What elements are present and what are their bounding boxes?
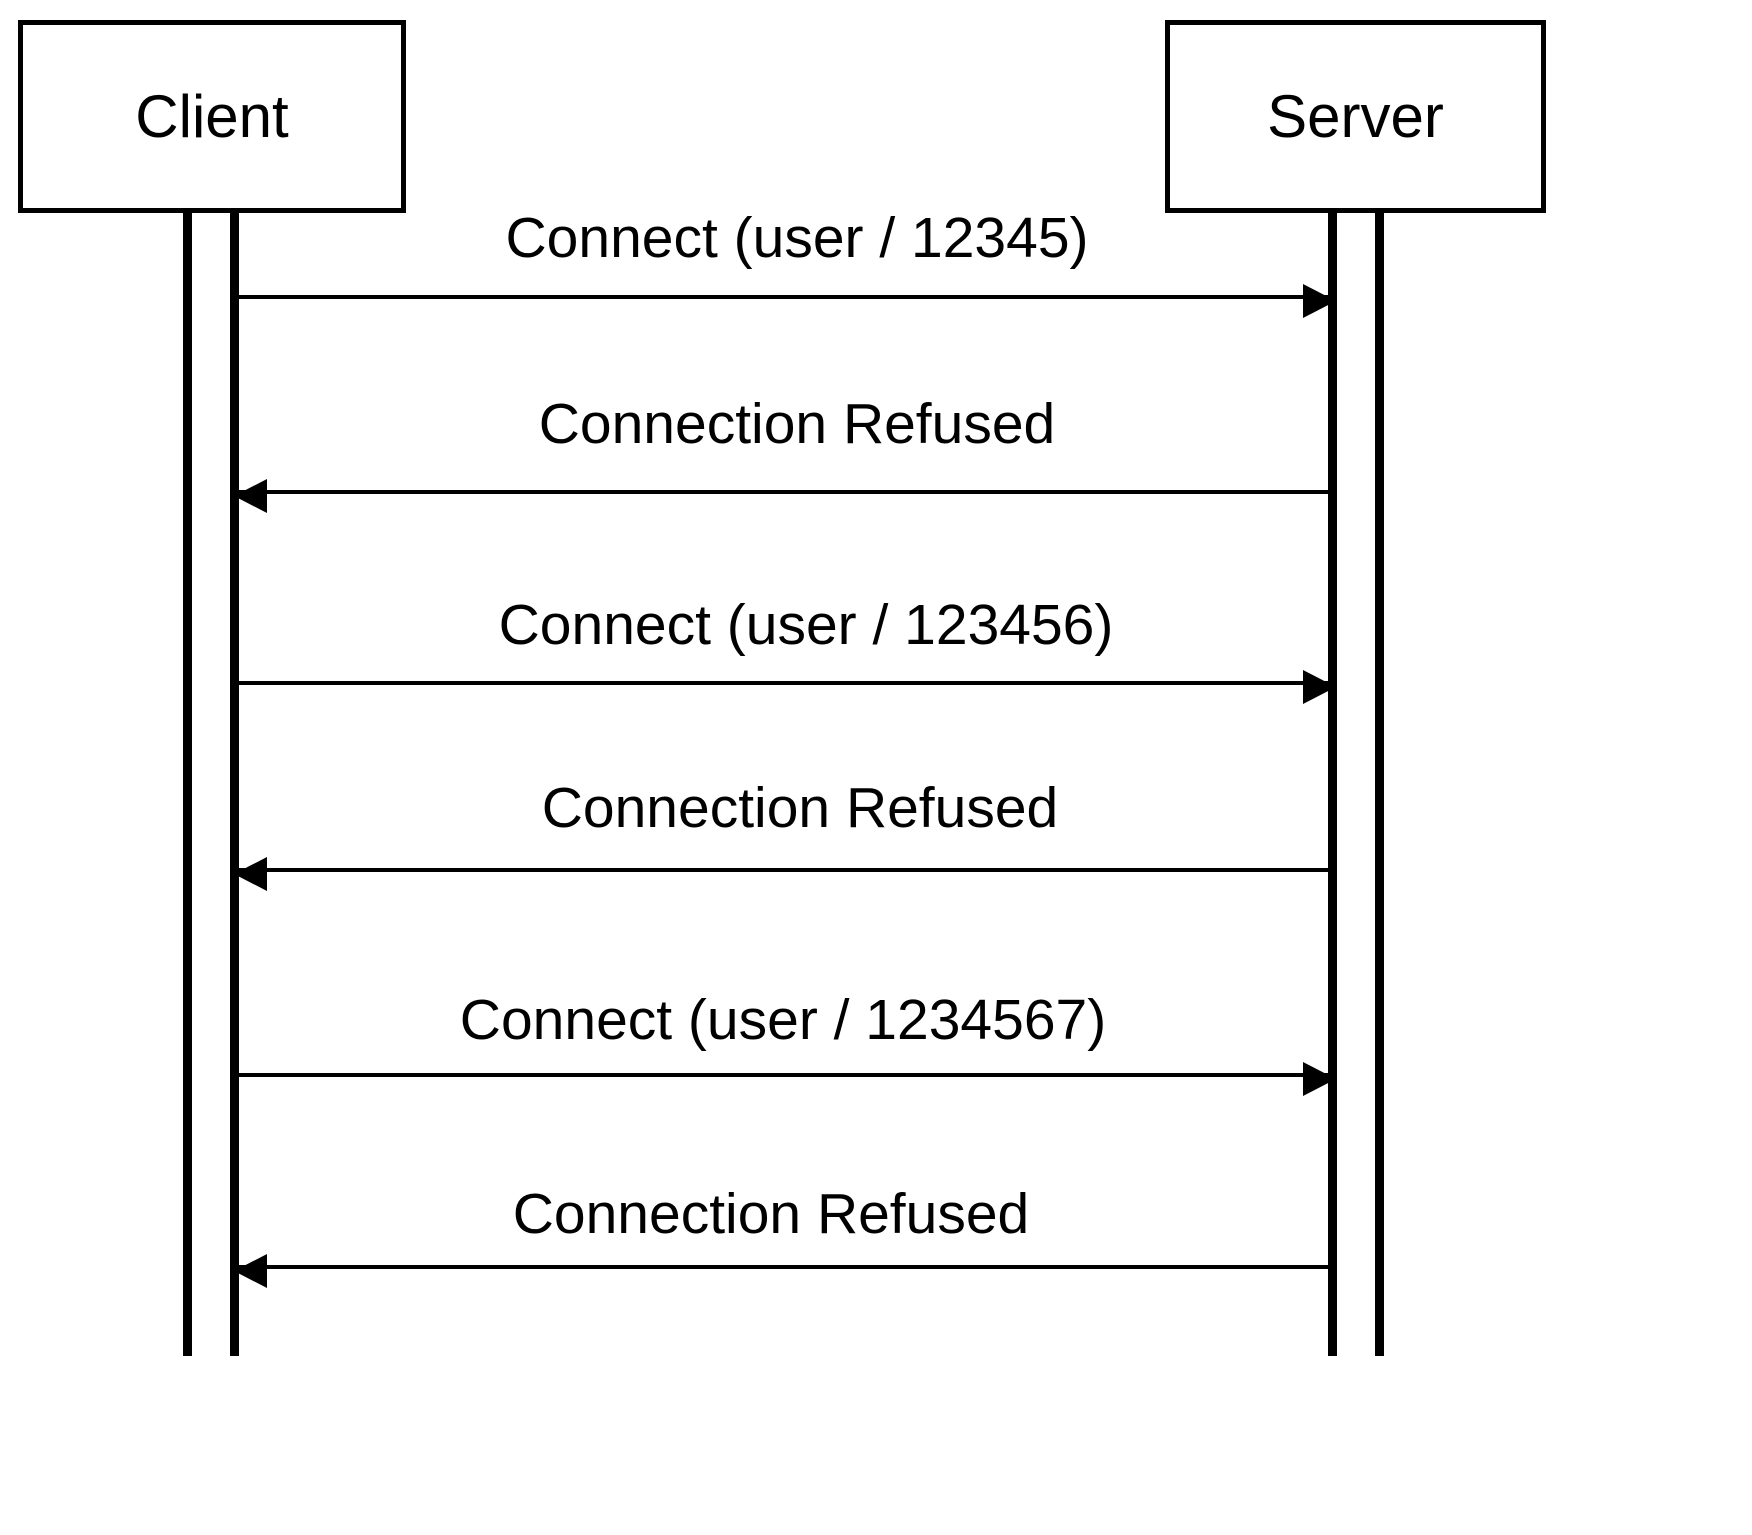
- message-arrow-2: [234, 479, 1332, 513]
- message-label-3: Connect (user / 123456): [498, 593, 1114, 657]
- message-label-1: Connect (user / 12345): [505, 206, 1089, 270]
- arrowhead-right-icon: [1303, 670, 1336, 704]
- participant-box-client[interactable]: Client: [18, 20, 406, 213]
- arrowhead-left-icon: [234, 479, 267, 513]
- message-label-6: Connection Refused: [512, 1182, 1030, 1246]
- participant-label-server: Server: [1267, 82, 1444, 150]
- lifeline-activation-server: [1328, 208, 1384, 1356]
- lifeline-activation-client: [183, 208, 239, 1356]
- message-arrow-1: [235, 284, 1336, 318]
- message-arrow-4: [234, 857, 1332, 891]
- arrowhead-left-icon: [234, 1254, 267, 1288]
- message-arrow-6: [234, 1254, 1332, 1288]
- participant-label-client: Client: [135, 82, 289, 150]
- message-arrow-3: [235, 670, 1336, 704]
- participant-box-server[interactable]: Server: [1165, 20, 1546, 213]
- message-label-2: Connection Refused: [538, 392, 1056, 456]
- message-label-5: Connect (user / 1234567): [459, 988, 1107, 1052]
- arrowhead-right-icon: [1303, 1062, 1336, 1096]
- arrowhead-left-icon: [234, 857, 267, 891]
- arrowhead-right-icon: [1303, 284, 1336, 318]
- message-label-4: Connection Refused: [541, 776, 1059, 840]
- message-arrow-5: [235, 1062, 1336, 1096]
